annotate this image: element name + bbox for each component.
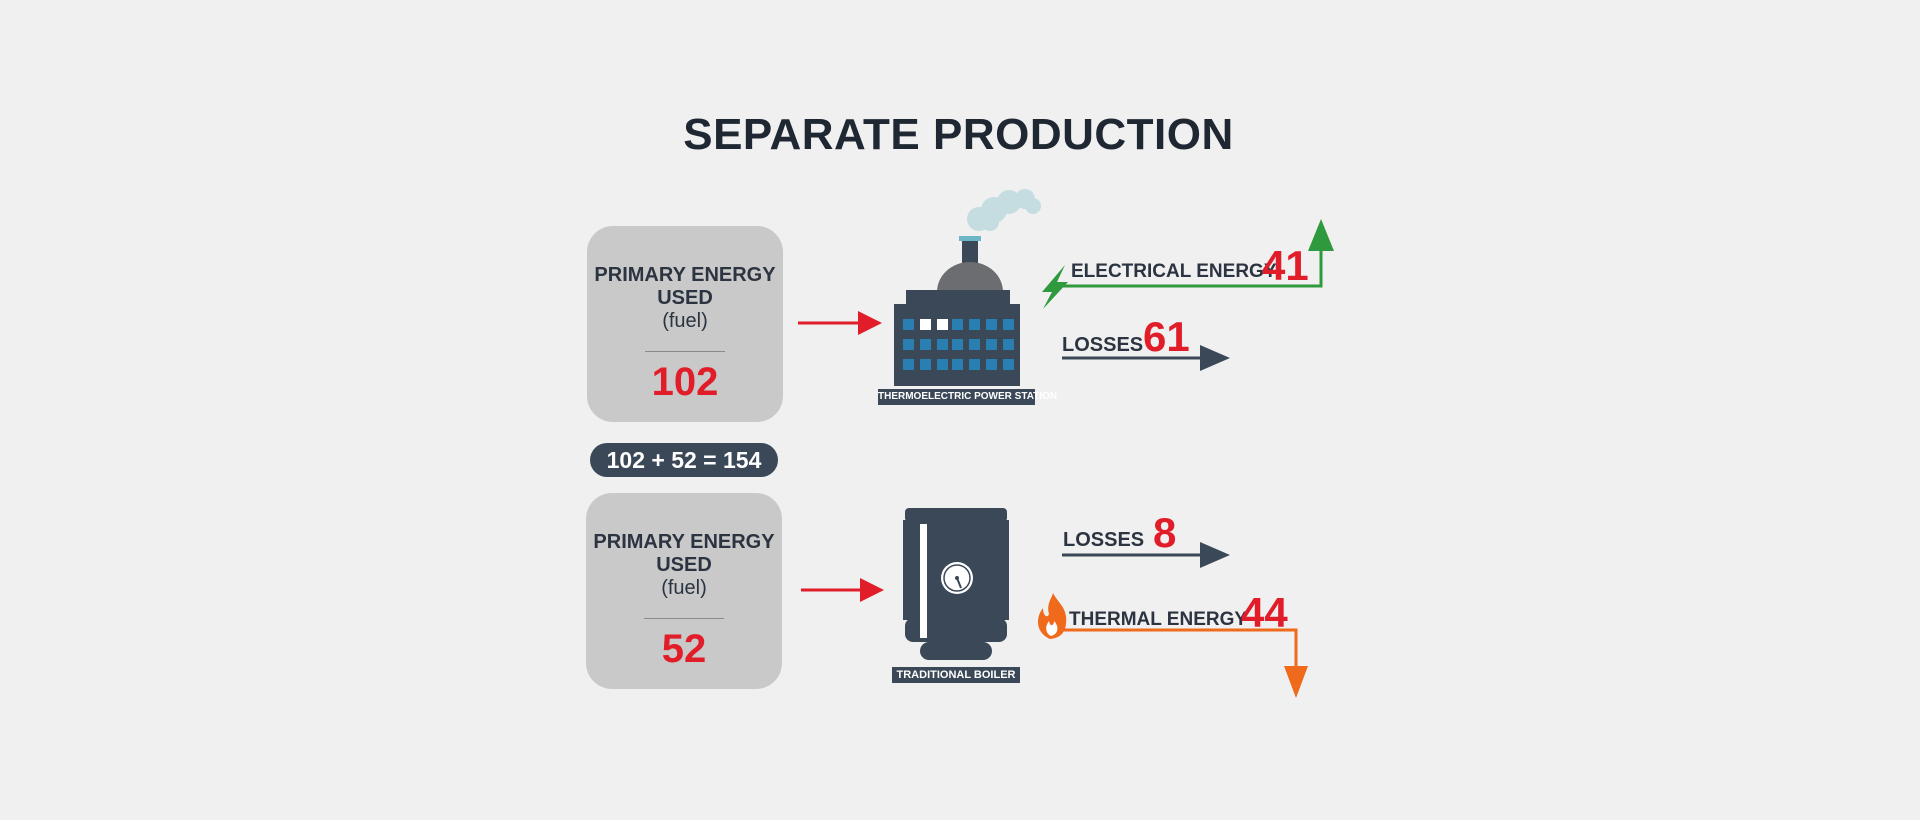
card-label: PRIMARY ENERGY USED (fuel) — [587, 264, 783, 333]
primary-energy-card-plant: PRIMARY ENERGY USED (fuel) 102 — [587, 226, 783, 422]
plant-losses-arrow — [1062, 345, 1230, 371]
thermal-output-arrow — [1058, 628, 1308, 698]
boiler-losses-arrow — [1062, 542, 1230, 568]
boiler-losses-label: LOSSES — [1063, 529, 1145, 551]
lightning-icon — [1042, 265, 1068, 309]
input-arrow-plant — [798, 311, 882, 335]
primary-energy-card-boiler: PRIMARY ENERGY USED (fuel) 52 — [586, 493, 782, 689]
total-equation-badge: 102 + 52 = 154 — [590, 443, 778, 477]
card-sub-label: (fuel) — [661, 577, 707, 599]
card-sub-label: (fuel) — [662, 310, 708, 332]
boiler-caption: TRADITIONAL BOILER — [892, 667, 1020, 683]
electrical-output-arrow — [1050, 219, 1334, 288]
factory-icon — [894, 189, 1041, 386]
plant-losses-label: LOSSES — [1062, 334, 1144, 356]
electrical-energy-value: 41 — [1262, 242, 1309, 289]
card-label: PRIMARY ENERGY USED (fuel) — [586, 531, 782, 600]
boiler-losses-value: 8 — [1153, 509, 1177, 556]
plant-caption: THERMOELECTRIC POWER STATION — [878, 389, 1057, 405]
card-label-text: PRIMARY ENERGY USED — [594, 264, 776, 309]
electrical-energy-label: ELECTRICAL ENERGY — [1071, 261, 1277, 282]
plant-losses-value: 61 — [1143, 313, 1190, 360]
card-divider — [644, 618, 724, 619]
input-arrow-boiler — [801, 578, 884, 602]
card-value: 52 — [661, 627, 707, 671]
page-title: SEPARATE PRODUCTION — [683, 110, 1234, 159]
boiler-icon — [903, 508, 1009, 660]
card-divider — [645, 351, 725, 352]
flame-icon — [1037, 593, 1067, 639]
thermal-energy-value: 44 — [1241, 589, 1288, 636]
card-label-text: PRIMARY ENERGY USED — [593, 531, 775, 576]
card-value: 102 — [651, 360, 719, 404]
thermal-energy-label: THERMAL ENERGY — [1069, 609, 1248, 630]
